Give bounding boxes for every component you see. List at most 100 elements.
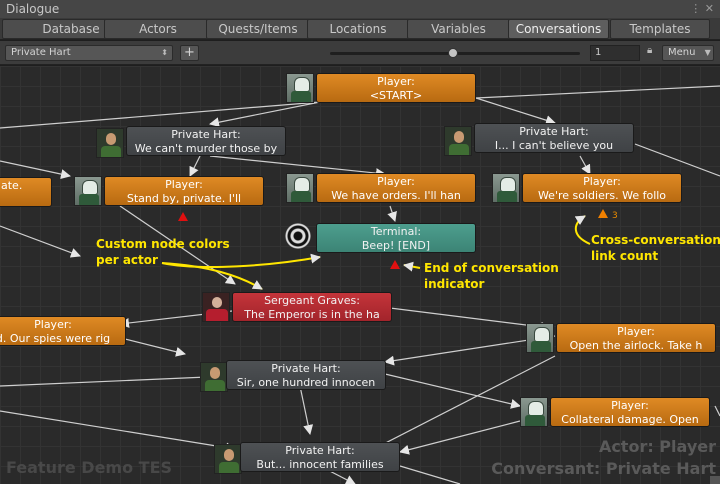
annotation-node-colors: Custom node colors per actor <box>96 236 230 268</box>
link <box>389 307 551 332</box>
annotation-line: Cross-conversation <box>591 233 720 247</box>
editor-tabs: Database Actors Quests/Items Locations V… <box>0 18 720 40</box>
link <box>0 160 71 180</box>
conversation-toolbar: Private Hart ⬍ + 1 🔒︎ Menu ▼ <box>0 41 720 65</box>
annotation-line: link count <box>591 249 659 263</box>
menu-dropdown[interactable]: Menu ▼ <box>662 45 714 61</box>
canvas-scroll-corner[interactable] <box>710 476 720 484</box>
node-text: Beep! [END] <box>361 239 431 252</box>
node-actor: Terminal: <box>370 225 422 238</box>
link <box>475 97 556 126</box>
link <box>579 155 591 175</box>
node-text: But... innocent families <box>256 458 384 471</box>
node-text: Collateral damage. Open <box>561 413 699 426</box>
watermark-actor-info: Actor: Player Conversant: Private Hart <box>491 436 716 480</box>
annotation-arrow <box>161 262 263 290</box>
node-actor: Private Hart: <box>271 362 341 375</box>
annotation-arrow <box>403 261 421 272</box>
node-actor: Player: <box>34 318 72 331</box>
node-links <box>0 85 720 484</box>
dialogue-node-hart3[interactable]: Private Hart: Sir, one hundred innocen <box>226 360 386 390</box>
tab-conversations[interactable]: Conversations <box>508 19 609 39</box>
link <box>209 101 321 128</box>
window-titlebar: Dialogue ⋮ ✕ <box>0 0 720 18</box>
player-portrait-icon <box>286 73 314 103</box>
private-hart-portrait-icon <box>96 128 124 158</box>
player-portrait-icon <box>492 173 520 203</box>
link <box>0 225 81 258</box>
link <box>384 373 521 409</box>
node-text: Stand by, private. I'll <box>126 192 242 205</box>
dialogue-node-soldiers[interactable]: Player: We're soldiers. We follo <box>522 173 682 203</box>
terminal-portrait-icon <box>285 223 311 249</box>
add-conversation-button[interactable]: + <box>180 45 199 61</box>
watermark-demo-title: Feature Demo TES <box>6 458 173 477</box>
player-portrait-icon <box>520 397 548 427</box>
dialogue-node-start[interactable]: Player: <START> <box>316 73 476 103</box>
tab-variables[interactable]: Variables <box>407 19 510 39</box>
node-actor: Private Hart: <box>285 444 355 457</box>
tab-quests-items[interactable]: Quests/Items <box>206 19 310 39</box>
node-actor: Private Hart: <box>171 128 241 141</box>
player-portrait-icon <box>526 323 554 353</box>
cross-link-count: 3 <box>612 211 618 221</box>
private-hart-portrait-icon <box>444 126 472 156</box>
node-text: The Emperor is in the ha <box>244 308 380 321</box>
dialogue-node-airlock[interactable]: Player: Open the airlock. Take h <box>556 323 716 353</box>
dialogue-node-orders[interactable]: Player: We have orders. I'll han <box>316 173 476 203</box>
conversation-dropdown[interactable]: Private Hart ⬍ <box>5 45 173 61</box>
zoom-slider-thumb[interactable] <box>447 48 458 58</box>
dialogue-node-left-edge[interactable]: ate. <box>0 177 52 207</box>
annotation-cross-link: Cross-conversation link count <box>591 232 720 264</box>
dialogue-node-collateral[interactable]: Player: Collateral damage. Open <box>550 397 710 427</box>
zoom-value-field[interactable]: 1 <box>590 45 640 61</box>
annotation-end-indicator: End of conversation indicator <box>424 260 559 292</box>
tab-actors[interactable]: Actors <box>104 19 212 39</box>
link <box>209 155 386 179</box>
tab-locations[interactable]: Locations <box>307 19 409 39</box>
chevron-down-icon: ▼ <box>704 48 711 57</box>
node-canvas[interactable]: Player: <START> Private Hart: We can't m… <box>0 66 720 484</box>
node-actor: Player: <box>377 175 415 188</box>
link <box>714 405 720 417</box>
dialogue-node-hart1[interactable]: Private Hart: We can't murder those by <box>126 126 286 156</box>
player-portrait-icon <box>74 176 102 206</box>
annotation-line: End of conversation <box>424 261 559 275</box>
annotation-arrow <box>161 253 321 268</box>
link <box>0 375 231 387</box>
node-text: d. Our spies were rig <box>0 332 111 345</box>
dropdown-arrows-icon: ⬍ <box>161 48 168 57</box>
link <box>189 155 201 177</box>
conversation-dropdown-value: Private Hart <box>11 47 71 58</box>
node-text: ate. <box>1 179 23 192</box>
private-hart-portrait-icon <box>200 362 228 392</box>
private-hart-portrait-icon <box>214 444 242 474</box>
watermark-actor: Actor: Player <box>598 437 716 456</box>
cross-link-indicator-icon <box>598 209 608 218</box>
dialogue-node-graves[interactable]: Sergeant Graves: The Emperor is in the h… <box>232 292 392 322</box>
annotation-line: Custom node colors <box>96 237 230 251</box>
annotation-line: per actor <box>96 253 158 267</box>
link <box>387 205 397 222</box>
node-text: Sir, one hundred innocen <box>236 376 376 389</box>
link <box>634 143 720 177</box>
end-indicator-icon <box>178 212 188 221</box>
node-actor: Player: <box>583 175 621 188</box>
tab-templates[interactable]: Templates <box>610 19 710 39</box>
dialogue-node-hart2[interactable]: Private Hart: I... I can't believe you <box>474 123 634 153</box>
node-actor: Player: <box>617 325 655 338</box>
link <box>399 465 461 484</box>
dialogue-node-terminal[interactable]: Terminal: Beep! [END] <box>316 223 476 253</box>
player-portrait-icon <box>286 173 314 203</box>
lock-icon[interactable]: 🔒︎ <box>647 45 653 56</box>
dialogue-node-spies[interactable]: Player: d. Our spies were rig <box>0 316 126 346</box>
window-title: Dialogue <box>6 2 60 16</box>
node-actor: Player: <box>377 75 415 88</box>
window-menu-icon[interactable]: ⋮ ✕ <box>690 2 714 15</box>
dialogue-node-hart4[interactable]: Private Hart: But... innocent families <box>240 442 400 472</box>
menu-dropdown-label: Menu <box>668 47 696 58</box>
node-text: We can't murder those by <box>134 142 278 155</box>
node-actor: Player: <box>611 399 649 412</box>
dialogue-node-standby[interactable]: Player: Stand by, private. I'll <box>104 176 264 206</box>
